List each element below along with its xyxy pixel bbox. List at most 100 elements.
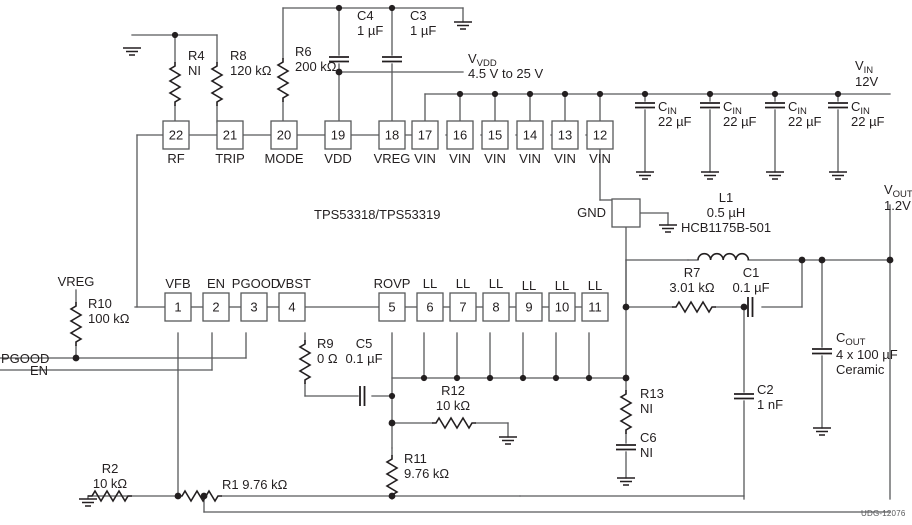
label-CIN4-value: 22 µF xyxy=(851,114,885,129)
junction-dots xyxy=(72,4,894,500)
pin-number-14: 14 xyxy=(522,127,538,143)
label-R1: R1 9.76 kΩ xyxy=(222,477,288,492)
label-C5-value: 0.1 µF xyxy=(345,351,383,366)
label-C3-ref: C3 xyxy=(410,8,427,23)
resistor-R11 xyxy=(386,454,398,500)
pin-box-19[interactable] xyxy=(324,120,352,150)
pin-box-10[interactable] xyxy=(548,292,576,322)
net-label-vout-value: 1.2V xyxy=(884,198,911,213)
gnd-icon-topleft xyxy=(122,47,142,56)
pin-box-9[interactable] xyxy=(515,292,543,322)
pin-number-6: 6 xyxy=(426,299,434,315)
capacitor-CIN-4 xyxy=(827,102,849,109)
pin-box-12[interactable] xyxy=(586,120,614,150)
pin-box-22[interactable] xyxy=(162,120,190,150)
pin-label-vreg: VREG xyxy=(373,151,411,166)
resistor-R8 xyxy=(211,61,223,107)
pin-number-16: 16 xyxy=(452,127,468,143)
pin-number-5: 5 xyxy=(388,299,396,315)
resistor-R12 xyxy=(431,417,477,429)
pin-box-gnd-pad[interactable] xyxy=(611,198,641,228)
pin-box-4[interactable] xyxy=(278,292,306,322)
pin-box-3[interactable] xyxy=(240,292,268,322)
pin-label-ll-10: LL xyxy=(554,278,570,293)
pin-box-15[interactable] xyxy=(481,120,509,150)
capacitor-CIN-3 xyxy=(764,102,786,109)
label-R10-ref: R10 xyxy=(88,296,112,311)
wires-layer xyxy=(0,7,891,513)
pin-label-vbst: VBST xyxy=(277,276,311,291)
pin-number-11: 11 xyxy=(588,299,602,315)
pin-box-2[interactable] xyxy=(202,292,230,322)
net-label-vvdd-range: 4.5 V to 25 V xyxy=(468,66,544,81)
pin-number-3: 3 xyxy=(250,299,258,315)
pin-box-11[interactable] xyxy=(581,292,609,322)
capacitor-CIN-2 xyxy=(699,102,721,109)
pin-label-pgood: PGOOD xyxy=(231,276,281,291)
gnd-icon-cin4 xyxy=(828,171,848,180)
pin-label-vdd: VDD xyxy=(324,151,352,166)
capacitor-C3 xyxy=(381,56,403,63)
label-R6-ref: R6 xyxy=(295,44,312,59)
pin-box-18[interactable] xyxy=(378,120,406,150)
pin-box-20[interactable] xyxy=(270,120,298,150)
pin-box-6[interactable] xyxy=(416,292,444,322)
label-C2-value: 1 nF xyxy=(757,397,784,412)
label-R4-ref: R4 xyxy=(188,48,205,63)
pin-label-mode: MODE xyxy=(264,151,304,166)
bottom-pin-boxes xyxy=(164,292,609,322)
pin-number-13: 13 xyxy=(557,127,573,143)
gnd-icon-cin2 xyxy=(700,171,720,180)
pin-label-ll-9: LL xyxy=(521,278,537,293)
pin-label-vin-15: VIN xyxy=(484,151,506,166)
capacitor-C5 xyxy=(359,385,366,407)
label-CIN1-value: 22 µF xyxy=(658,114,692,129)
label-R2-ref: R2 xyxy=(101,461,119,476)
document-id-label: UDG-12076 xyxy=(861,509,906,518)
pin-label-ll-6: LL xyxy=(422,276,438,291)
pin-box-5[interactable] xyxy=(378,292,406,322)
label-R11-value: 9.76 kΩ xyxy=(404,466,450,481)
pin-label-vin-17: VIN xyxy=(414,151,436,166)
gnd-icon-r2 xyxy=(78,498,98,507)
label-L1-value: 0.5 µH xyxy=(706,205,746,220)
pin-box-14[interactable] xyxy=(516,120,544,150)
pin-box-8[interactable] xyxy=(482,292,510,322)
pin-number-8: 8 xyxy=(492,299,500,315)
pin-number-20: 20 xyxy=(276,127,292,143)
label-L1-part: HCB1175B-501 xyxy=(680,220,772,235)
pin-label-ll-11: LL xyxy=(587,278,603,293)
gnd-icon-gndpad xyxy=(658,224,678,233)
label-R7-value: 3.01 kΩ xyxy=(669,280,715,295)
pin-box-21[interactable] xyxy=(216,120,244,150)
label-COUT-value: 4 x 100 µF xyxy=(836,347,898,362)
label-R8-ref: R8 xyxy=(230,48,247,63)
resistor-R6 xyxy=(277,57,289,103)
pin-label-vin-16: VIN xyxy=(449,151,471,166)
label-C3-value: 1 µF xyxy=(410,23,437,38)
pin-label-vin-12: VIN xyxy=(589,151,611,166)
label-COUT-ref: COUT xyxy=(836,330,866,348)
label-R12-ref: R12 xyxy=(441,383,465,398)
gnd-icon-cin3 xyxy=(765,171,785,180)
pin-label-trip: TRIP xyxy=(215,151,245,166)
pin-box-17[interactable] xyxy=(411,120,439,150)
pin-box-16[interactable] xyxy=(446,120,474,150)
label-R8-value: 120 kΩ xyxy=(230,63,272,78)
pin-box-1[interactable] xyxy=(164,292,192,322)
label-R13-ref: R13 xyxy=(640,386,664,401)
pin-label-vin-13: VIN xyxy=(554,151,576,166)
label-R2-value: 10 kΩ xyxy=(92,476,128,491)
label-CIN2-value: 22 µF xyxy=(723,114,757,129)
pin-number-9: 9 xyxy=(525,299,533,315)
pin-label-ll-8: LL xyxy=(488,276,504,291)
pin-number-2: 2 xyxy=(212,299,220,315)
pin-box-13[interactable] xyxy=(551,120,579,150)
label-CIN1-ref: CIN xyxy=(658,99,677,117)
label-L1-ref: L1 xyxy=(718,190,734,205)
pin-box-7[interactable] xyxy=(449,292,477,322)
capacitor-C1 xyxy=(747,296,754,318)
pin-number-18: 18 xyxy=(384,127,400,143)
pin-label-rovp: ROVP xyxy=(373,276,411,291)
